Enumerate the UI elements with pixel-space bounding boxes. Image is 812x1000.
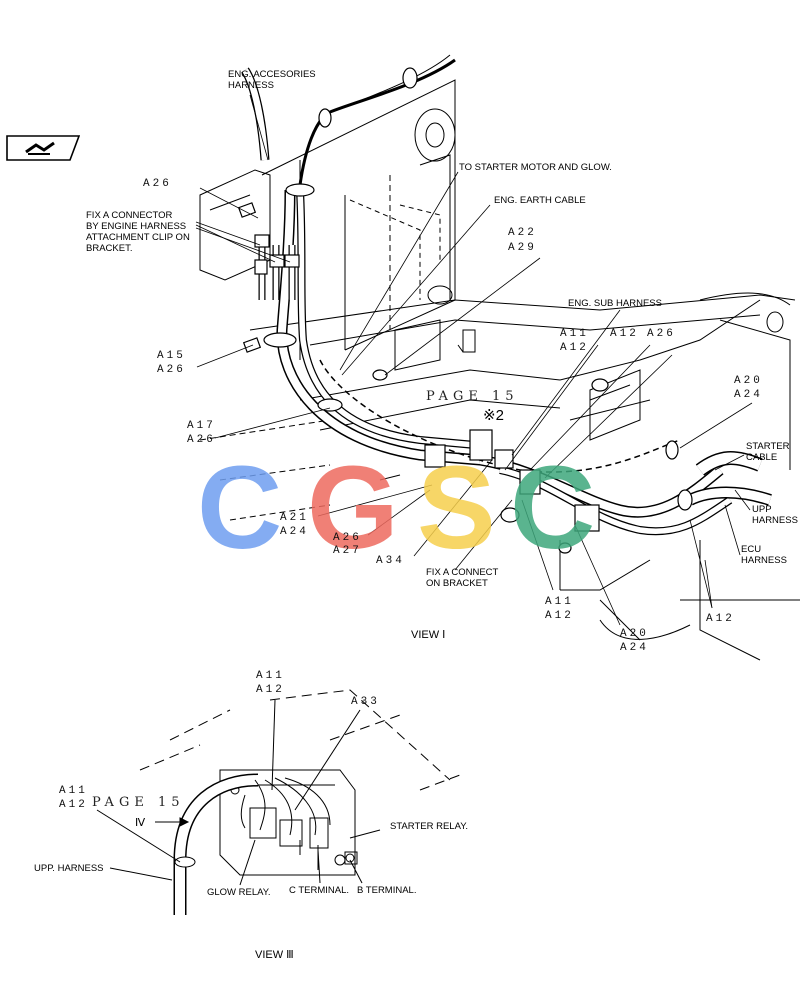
ref-a22: A22 [508,227,537,239]
label-ecu-harness-1: ECU [741,544,761,555]
watermark-letter-1: C [197,442,282,574]
ref-a11-b: A11 [256,670,285,682]
ref-a26-right: A26 [647,328,676,340]
ref-a26-top: A26 [143,178,172,190]
ref-a12-right: A12 [610,328,639,340]
label-fix-bracket-1: FIX A CONNECT [426,567,499,578]
ref-a12-far: A12 [706,613,735,625]
label-ecu-harness-2: HARNESS [741,555,787,566]
label-earth-cable: ENG. EARTH CABLE [494,195,586,206]
page-ref-bottom[interactable]: PAGE 15 [92,795,185,810]
ref-a17: A17 [187,420,216,432]
label-upp-harness-1: UPP [752,504,772,515]
label-fix-connector-4: BRACKET. [86,243,132,254]
ref-a15: A15 [157,350,186,362]
ref-a26-mid: A26 [157,364,186,376]
ref-a34: A34 [376,555,405,567]
label-starter-cable-2: CABLE [746,452,777,463]
ref-a21: A21 [280,512,309,524]
ref-a27: A27 [333,545,362,557]
callout-labels: ENG. ACCESORIES HARNESS FIX A CONNECTOR … [34,69,798,898]
label-starter-relay: STARTER RELAY. [390,821,468,832]
label-fix-connector-1: FIX A CONNECTOR [86,210,173,221]
clips [237,67,693,554]
label-eng-accessories-1: ENG. ACCESORIES [228,69,316,80]
book-arrow-icon [6,135,81,161]
ref-a12-mid: A12 [545,610,574,622]
ref-a11-mid: A11 [545,596,574,608]
label-upp-harness-b: UPP. HARNESS [34,863,104,874]
watermark-letter-2: G [307,442,399,574]
watermark-letter-4: C [510,442,595,574]
label-b-terminal: B TERMINAL. [357,885,416,896]
label-eng-accessories-2: HARNESS [228,80,274,91]
ref-a26-low: A26 [187,434,216,446]
watermark: C G S C [197,442,595,574]
page-references: PAGE 15 PAGE 15 [92,389,519,810]
label-fix-connector-3: ATTACHMENT CLIP ON [86,232,190,243]
leader-lines [195,94,753,626]
ref-a33: A33 [351,696,380,708]
ref-a24-mid: A24 [280,526,309,538]
ref-a20-top: A20 [734,375,763,387]
label-c-terminal: C TERMINAL. [289,885,349,896]
label-glow-relay: GLOW RELAY. [207,887,271,898]
label-upp-harness-2: HARNESS [752,515,798,526]
view-1-title: VIEW Ⅰ [411,629,445,641]
view-3-title: VIEW Ⅲ [255,949,294,961]
watermark-letter-3: S [417,442,496,574]
ref-a11-top: A11 [560,328,589,340]
ref-a12-left: A12 [59,799,88,811]
ref-a12-b: A12 [256,684,285,696]
view-titles: VIEW Ⅰ VIEW Ⅲ Ⅳ [135,629,445,961]
label-sub-harness: ENG. SUB HARNESS [568,298,662,309]
ref-a24-bot: A24 [620,642,649,654]
label-fix-connector-2: BY ENGINE HARNESS [86,221,186,232]
label-starter-cable-1: STARTER [746,441,790,452]
ref-a12-top: A12 [560,342,589,354]
nav-page-button[interactable] [6,135,81,161]
ref-a11-left: A11 [59,785,88,797]
label-fix-bracket-2: ON BRACKET [426,578,488,589]
view3-structure [96,689,461,915]
view-arrow-label: Ⅳ [135,817,146,829]
part-references: A26 A22 A29 A11 A12 A12 A26 A15 A26 A17 … [59,178,763,811]
ref-mark: ※2 [483,407,504,424]
ref-a29: A29 [508,242,537,254]
ref-a24-top: A24 [734,389,763,401]
ref-a20-bot: A20 [620,628,649,640]
label-to-starter: TO STARTER MOTOR AND GLOW. [459,162,612,173]
page-ref-top[interactable]: PAGE 15 [426,389,519,404]
harness-tubes [241,54,772,536]
ref-a26-c: A26 [333,532,362,544]
